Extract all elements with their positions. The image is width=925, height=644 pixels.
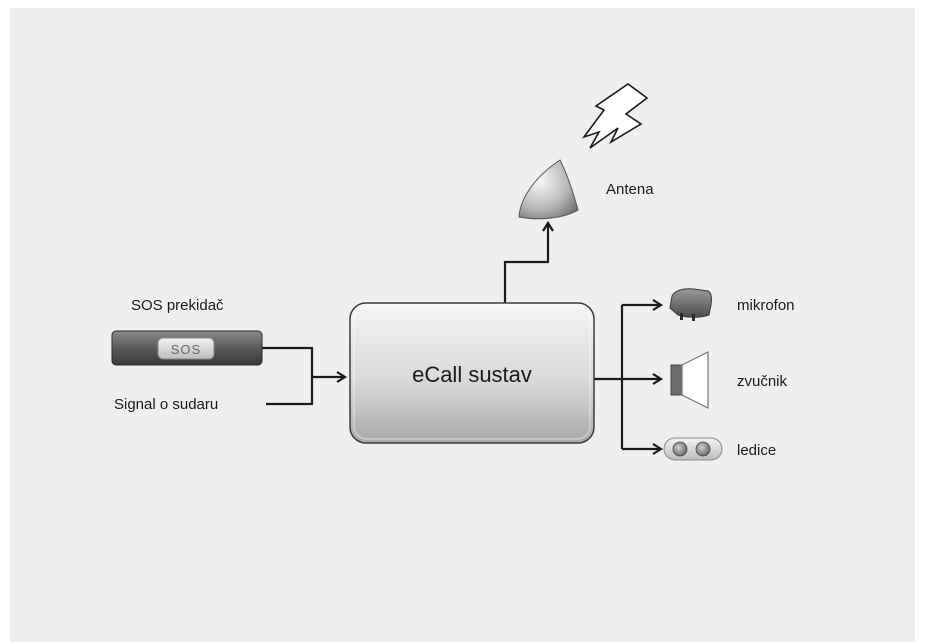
sos-switch-label: SOS prekidač [131, 297, 224, 314]
arrowhead-to-microphone [652, 299, 664, 311]
ecall-system-label: eCall sustav [412, 362, 532, 387]
leds-output: ledice [663, 437, 776, 461]
speaker-magnet [670, 364, 683, 396]
microphone-label: mikrofon [737, 297, 795, 314]
led-right [695, 441, 711, 457]
ecall-system-box: eCall sustav [349, 302, 595, 444]
connector-box-to-antenna [503, 224, 550, 303]
crash-signal-label: Signal o sudaru [114, 396, 218, 413]
antenna-group: Antena [518, 83, 654, 220]
speaker-label: zvučnik [737, 373, 788, 390]
arrowhead-to-speaker [652, 373, 664, 385]
connector-crash-to-box [266, 377, 314, 406]
arrowheads [336, 220, 664, 455]
arrowhead-to-leds [652, 443, 664, 455]
antenna-icon [518, 159, 579, 220]
arrowhead-into-box [336, 371, 348, 383]
connector-lines [262, 224, 660, 451]
sos-button-text: SOS [171, 342, 201, 357]
microphone-icon [669, 288, 713, 318]
speaker-icon [681, 351, 709, 409]
lightning-icon [581, 83, 649, 149]
leds-label: ledice [737, 442, 776, 459]
antenna-label: Antena [606, 181, 654, 198]
microphone-output: mikrofon [669, 288, 795, 321]
led-left [672, 441, 688, 457]
connector-sos-to-box [262, 346, 314, 377]
speaker-output: zvučnik [670, 351, 788, 409]
sos-switch: SOS prekidač SOS [111, 297, 263, 366]
arrowhead-to-antenna [542, 220, 554, 232]
